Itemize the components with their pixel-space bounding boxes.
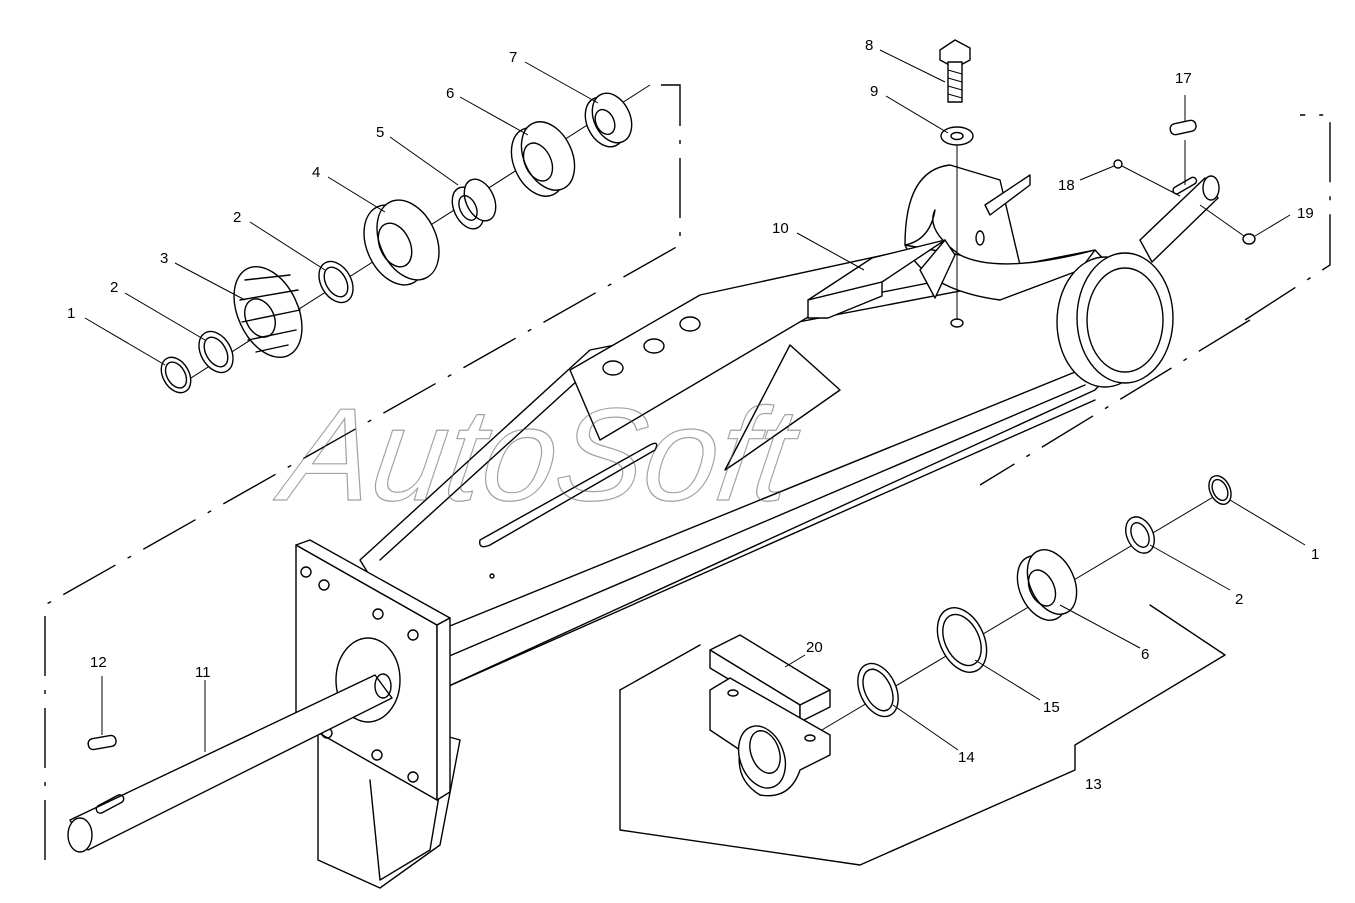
callout-5: 5 <box>376 124 384 141</box>
callout-numbers: 1 2 3 2 4 5 6 7 8 9 10 17 18 19 12 11 20… <box>67 37 1319 793</box>
callout-17: 17 <box>1175 70 1192 87</box>
spacer-bushing-5 <box>451 178 497 230</box>
seal-ring-7 <box>584 92 633 148</box>
ball-bearing-6b <box>1016 549 1078 621</box>
autosoft-watermark: AutoSoft <box>269 382 808 529</box>
bearing-housing-ring <box>1056 252 1174 388</box>
callout-1: 1 <box>67 305 75 322</box>
right-shaft-stub <box>1139 175 1220 263</box>
guide-plate-10 <box>807 239 956 319</box>
right-group-boundary <box>979 114 1331 486</box>
callout-20: 20 <box>806 639 823 656</box>
snap-ring-1a <box>160 356 192 394</box>
lock-washer-9 <box>940 126 974 320</box>
callout-13: 13 <box>1085 776 1102 793</box>
callout-14: 14 <box>958 749 975 766</box>
washer-2a <box>198 330 234 374</box>
callout-19: 19 <box>1297 205 1314 222</box>
bolt-8 <box>939 39 971 103</box>
ball-bearing-4 <box>363 199 440 286</box>
leader-lines <box>84 49 1306 752</box>
callout-3: 3 <box>160 250 168 267</box>
callout-6: 6 <box>446 85 454 102</box>
ball-bearing-6a <box>510 121 576 197</box>
shaft-11 <box>67 673 393 853</box>
callout-10: 10 <box>772 220 789 237</box>
callout-2: 2 <box>1235 591 1243 608</box>
callout-15: 15 <box>1043 699 1060 716</box>
callout-7: 7 <box>509 49 517 66</box>
callout-2: 2 <box>233 209 241 226</box>
mounting-flange-plate <box>295 539 451 801</box>
bevel-gear-3 <box>233 265 303 359</box>
set-screw-18 <box>1113 159 1181 197</box>
callout-1: 1 <box>1311 546 1319 563</box>
washer-2c <box>1125 516 1155 554</box>
key-12 <box>87 676 117 751</box>
pillow-block-20 <box>709 634 831 797</box>
bearing-group-bracket <box>619 604 1226 866</box>
snap-ring-14 <box>857 662 899 718</box>
callout-2: 2 <box>110 279 118 296</box>
callout-4: 4 <box>312 164 320 181</box>
callout-18: 18 <box>1058 177 1075 194</box>
key-17 <box>1169 95 1197 185</box>
callout-6: 6 <box>1141 646 1149 663</box>
washer-2b <box>318 260 354 304</box>
washer-15 <box>936 607 988 673</box>
callout-12: 12 <box>90 654 107 671</box>
callout-9: 9 <box>870 83 878 100</box>
upper-left-group-boundary <box>44 84 681 860</box>
callout-8: 8 <box>865 37 873 54</box>
callout-11: 11 <box>195 664 211 681</box>
snap-ring-1b <box>1208 475 1232 505</box>
screw-19 <box>1199 204 1256 245</box>
